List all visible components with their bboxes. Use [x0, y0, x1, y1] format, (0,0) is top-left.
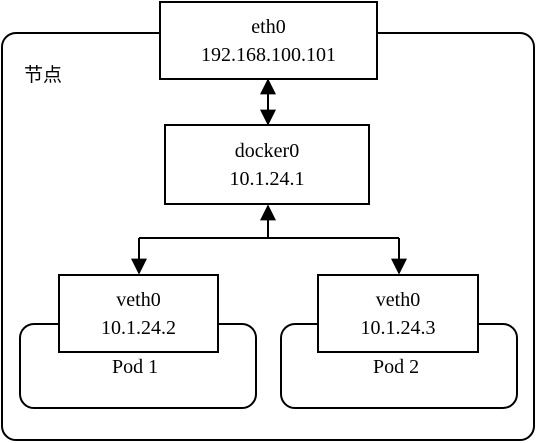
eth0-ip: 192.168.100.101	[201, 43, 336, 66]
eth0-box: eth0 192.168.100.101	[159, 1, 378, 80]
docker0-ip: 10.1.24.1	[229, 167, 305, 190]
veth-ip: 10.1.24.2	[101, 316, 176, 339]
pod-1-label: Pod 1	[112, 356, 159, 378]
veth-box-pod-2: veth0 10.1.24.3	[317, 274, 479, 353]
docker0-box: docker0 10.1.24.1	[164, 124, 370, 205]
node-label: 节点	[24, 64, 63, 86]
veth-box-pod-1: veth0 10.1.24.2	[58, 274, 219, 353]
veth-name: veth0	[375, 288, 421, 311]
pod-2-label: Pod 2	[373, 356, 420, 378]
veth-ip: 10.1.24.3	[360, 316, 436, 339]
eth0-name: eth0	[251, 15, 286, 38]
docker0-name: docker0	[234, 139, 300, 162]
veth-name: veth0	[116, 288, 161, 311]
